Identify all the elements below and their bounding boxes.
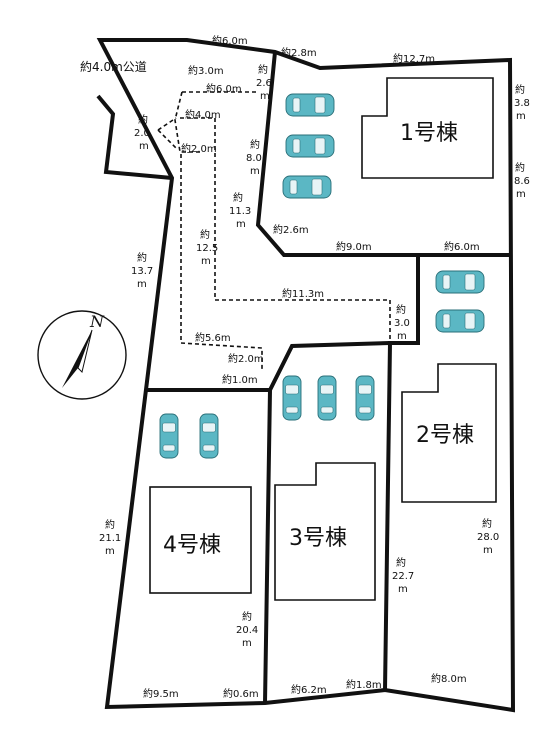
building-3 (274, 462, 376, 601)
dim-label: m (105, 546, 115, 557)
dimension-labels: 約6.0m 約2.8m 約12.7m 約3.0m 約 2.6 m 約6.0m 約… (99, 34, 530, 700)
dim-label: 12.5 (196, 243, 218, 254)
dim-label: 約 (396, 556, 406, 569)
car-icon (435, 270, 485, 294)
dim-label: 約2.0m (181, 142, 217, 155)
compass-icon: N (37, 310, 127, 400)
access-path-dashed (180, 117, 391, 343)
dim-label: m (242, 638, 252, 649)
lot-2-boundary (383, 255, 420, 691)
car-icon (285, 93, 335, 117)
dim-label: 約 (200, 228, 210, 241)
lot-outline (96, 38, 516, 713)
dim-label: 8.0 (246, 153, 262, 164)
dim-label: 約3.0m (188, 64, 224, 77)
car-icon (435, 309, 485, 333)
dim-label: 約 (233, 191, 243, 204)
dim-label: 20.4 (236, 625, 258, 636)
dim-label: 28.0 (477, 532, 499, 543)
dim-label: 約 (258, 63, 268, 76)
dim-label: 3.8 (514, 98, 530, 109)
dim-label: 11.3 (229, 206, 251, 217)
dim-label: 約 (138, 113, 148, 126)
dim-label: 約9.0m (336, 240, 372, 253)
dim-label: 約 (515, 83, 525, 96)
dim-label: 約8.0m (431, 672, 467, 685)
lot-1-boundary (255, 51, 510, 257)
dim-label: 約4.0m (185, 108, 221, 121)
dim-label: 13.7 (131, 266, 153, 277)
dim-label: m (516, 111, 526, 122)
dim-label: 約 (396, 303, 406, 316)
building-2-label: 2号棟 (416, 423, 474, 448)
dim-label: 約9.5m (143, 687, 179, 700)
dim-label: m (250, 166, 260, 177)
access-path-dashed (180, 151, 263, 370)
access-path-dashed (157, 129, 177, 149)
dim-label: 21.1 (99, 533, 121, 544)
compass-north-label: N (89, 312, 105, 331)
access-path-dashed (157, 117, 177, 131)
dim-label: m (137, 279, 147, 290)
dim-label: 約 (242, 610, 252, 623)
dim-label: m (516, 189, 526, 200)
building-2 (401, 363, 497, 503)
building-4 (149, 486, 252, 594)
building-1 (361, 77, 494, 179)
car-icon (159, 413, 179, 459)
dim-label: 約5.6m (195, 331, 231, 344)
dim-label: 約1.0m (222, 373, 258, 386)
dim-label: 3.0 (394, 318, 410, 329)
dim-label: 約2.0m (228, 352, 264, 365)
dim-label: 約6.0m (212, 34, 248, 47)
building-4-label: 4号棟 (163, 533, 221, 558)
dim-label: 8.6 (514, 176, 530, 187)
dim-label: 2.6 (256, 78, 272, 89)
dim-label: 約6.2m (291, 683, 327, 696)
dim-label: 約6.0m (444, 240, 480, 253)
dim-label: 2.0 (134, 128, 150, 139)
car-icon (317, 375, 337, 421)
dim-label: 約2.6m (273, 223, 309, 236)
dim-label: 約2.8m (281, 46, 317, 59)
road-boundary (96, 94, 173, 180)
dim-label: m (397, 331, 407, 342)
dim-label: 約0.6m (223, 687, 259, 700)
building-1-label: 1号棟 (400, 121, 458, 146)
car-icon (355, 375, 375, 421)
dim-label: m (201, 256, 211, 267)
building-3-label: 3号棟 (289, 526, 347, 551)
car-icon (199, 413, 219, 459)
car-icon (285, 134, 335, 158)
dim-label: 約12.7m (393, 52, 435, 65)
dim-label: m (260, 91, 270, 102)
dim-label: m (139, 141, 149, 152)
car-icon (282, 175, 332, 199)
dim-label: 約11.3m (282, 287, 324, 300)
dim-label: 約 (137, 251, 147, 264)
dim-label: m (236, 219, 246, 230)
dim-label: 約 (515, 161, 525, 174)
dim-label: m (483, 545, 493, 556)
dim-label: 約1.8m (346, 678, 382, 691)
dim-label: 約 (482, 517, 492, 530)
road-label: 約4.0m公道 (80, 59, 147, 74)
dim-label: 約6.0m (206, 82, 242, 95)
dim-label: 約 (250, 138, 260, 151)
car-icon (282, 375, 302, 421)
dim-label: m (398, 584, 408, 595)
access-path-dashed (174, 91, 183, 153)
lot-3-boundary (263, 341, 391, 704)
dim-label: 22.7 (392, 571, 414, 582)
dim-label: 約 (105, 518, 115, 531)
